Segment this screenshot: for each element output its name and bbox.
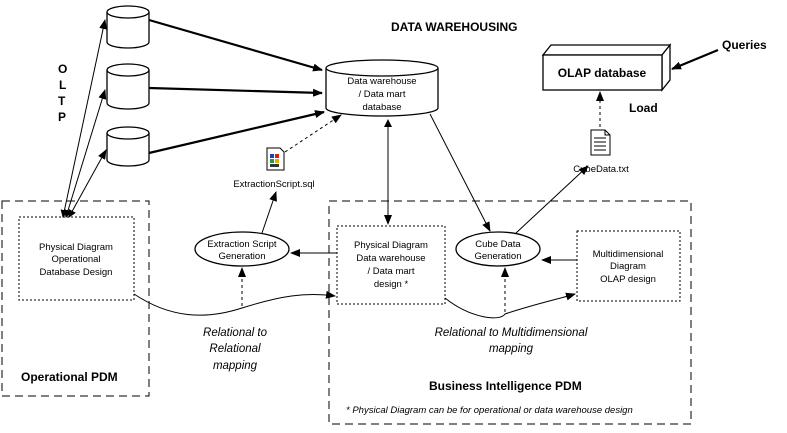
multidimensional-diagram-line: Diagram (610, 261, 646, 272)
operational-to-oltp-arrow (60, 19, 108, 218)
extraction-script-generation-ellipse (194, 231, 290, 267)
cube-generation-to-file-arrow (515, 165, 589, 234)
cube-data-file-label: CubeData.txt (573, 164, 629, 175)
oltp-database-cylinder (106, 63, 150, 110)
oltp-to-warehouse-arrow (148, 86, 323, 97)
data-warehouse-label-line: Data warehouse (347, 76, 416, 87)
multidimensional-diagram-box (576, 230, 681, 302)
operational-pdm-label: Operational PDM (21, 370, 118, 384)
physical-diagram-warehouse-line: Physical Diagram (354, 240, 428, 251)
diagram-title: DATA WAREHOUSING (391, 20, 517, 34)
physical-diagram-operational-line: Database Design (40, 267, 113, 278)
oltp-database-cylinder (106, 5, 150, 49)
business-intelligence-pdm-container (328, 200, 692, 425)
oltp-letter: O (58, 62, 67, 76)
multidimensional-diagram-line: OLAP design (600, 274, 656, 285)
oltp-to-warehouse-arrow (148, 110, 325, 155)
olap-database-box (541, 43, 672, 92)
physical-diagram-operational-line: Operational (51, 254, 100, 265)
relational-mapping-label-line: mapping (213, 360, 258, 372)
script-generation-to-file-arrow (261, 191, 277, 234)
relational-mapping-curve (133, 290, 336, 316)
physical-diagram-warehouse-line: design * (374, 279, 409, 290)
oltp-letter: L (59, 78, 66, 92)
physical-diagram-warehouse-line: / Data mart (368, 266, 415, 277)
oltp-letter: T (58, 94, 66, 108)
business-intelligence-pdm-label: Business Intelligence PDM (429, 379, 582, 393)
oltp-letter: P (58, 110, 66, 124)
operational-pdm-container (1, 200, 150, 397)
data-warehouse-label-line: database (362, 102, 401, 113)
queries-arrow (671, 48, 719, 71)
multidimensional-diagram-line: Multidimensional (593, 249, 664, 260)
extraction-script-file-icon (266, 147, 285, 171)
warehouse-to-cube-generation-arrow (429, 113, 491, 232)
cube-data-generation-line: Cube Data (475, 239, 521, 250)
extraction-script-file-label: ExtractionScript.sql (233, 179, 314, 190)
load-label: Load (629, 101, 658, 115)
relational-mapping-label-line: Relational to (203, 327, 268, 339)
queries-label: Queries (722, 38, 767, 52)
footnote: * Physical Diagram can be for operationa… (346, 405, 633, 416)
oltp-database-cylinder (106, 126, 150, 167)
cube-data-file-icon (590, 129, 611, 156)
physical-diagram-warehouse-line: Data warehouse (356, 253, 425, 264)
extraction-script-generation-line: Generation (218, 251, 265, 262)
olap-database-label: OLAP database (558, 66, 647, 80)
cube-data-generation-ellipse (455, 231, 541, 267)
extraction-script-generation-line: Extraction Script (207, 239, 277, 250)
operational-to-oltp-arrow (64, 89, 107, 218)
multidimensional-mapping-label-line: Relational to Multidimensional (435, 327, 588, 339)
oltp-label: O L T P (58, 62, 67, 124)
operational-to-oltp-arrow (68, 149, 107, 218)
multidimensional-mapping-label-line: mapping (489, 343, 534, 355)
script-to-warehouse-arrow (284, 114, 342, 153)
physical-diagram-warehouse-box (336, 225, 446, 305)
cube-data-generation-line: Generation (474, 251, 521, 262)
oltp-to-warehouse-arrow (148, 18, 323, 72)
relational-mapping-label-line: Relational (209, 343, 261, 355)
data-warehouse-label-line: / Data mart (359, 89, 406, 100)
physical-diagram-operational-line: Physical Diagram (39, 242, 113, 253)
data-warehouse-database-cylinder (325, 59, 439, 117)
multidimensional-mapping-curve (444, 292, 576, 319)
